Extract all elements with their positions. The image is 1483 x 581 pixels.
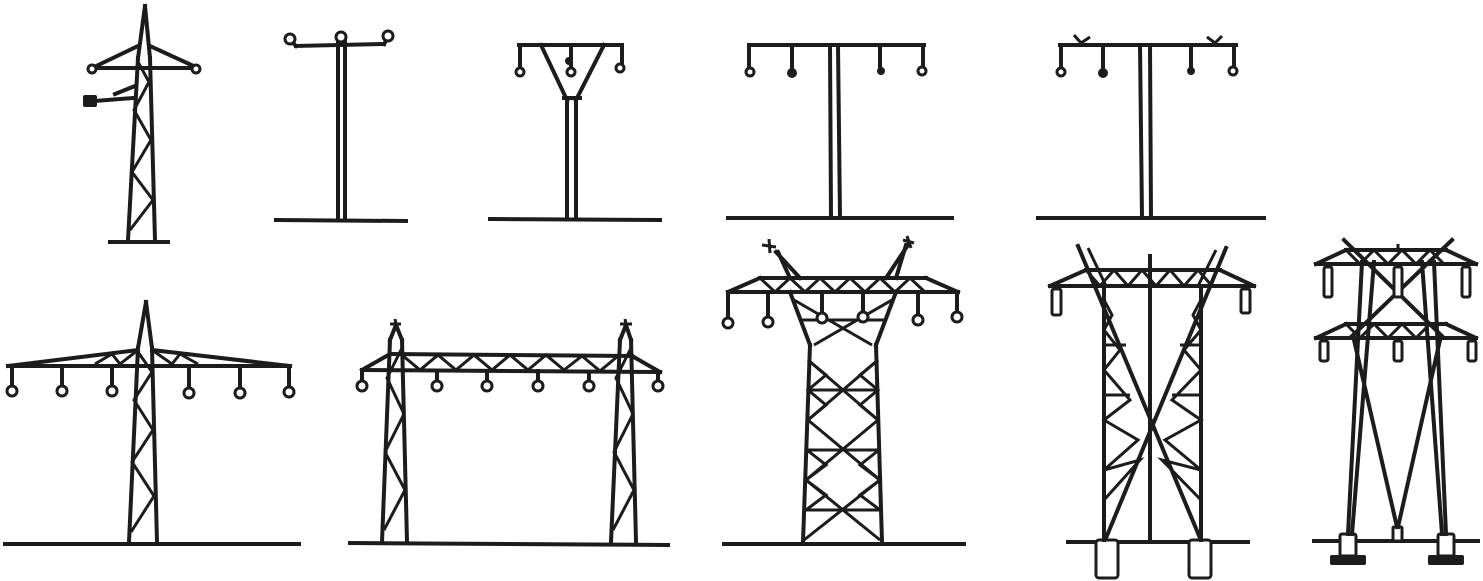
tower-single-lattice-small bbox=[83, 3, 202, 244]
tower-y-pole bbox=[487, 42, 663, 223]
tower-cat-head-lattice bbox=[721, 235, 966, 546]
tower-double-crossarm-guyed-v bbox=[1312, 237, 1480, 565]
tower-t-pole-shield-wires bbox=[1036, 34, 1266, 221]
tower-cross-braced-portal bbox=[1047, 243, 1257, 580]
tower-t-pole-four-conductor bbox=[726, 42, 954, 221]
tower-portal-frame-lattice bbox=[347, 318, 671, 548]
tower-single-lattice-wide-arm bbox=[3, 299, 301, 546]
tower-single-pole-top-crossarm bbox=[273, 29, 409, 224]
